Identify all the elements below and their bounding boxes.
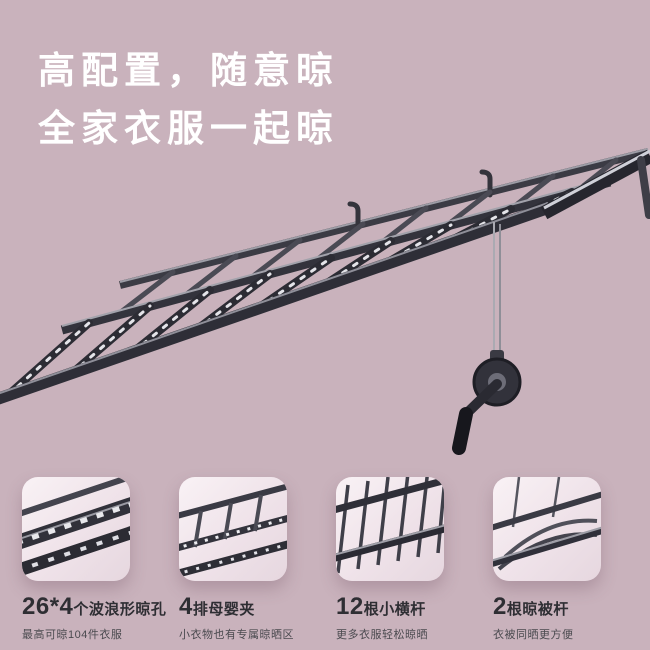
lifting-cord [493, 222, 501, 362]
wavy-clip-slots [6, 190, 574, 397]
feature-title-text: 排母婴夹 [192, 601, 255, 618]
rack-main-rungs [4, 188, 576, 399]
feature-title: 4 排母婴夹 [179, 593, 336, 621]
feature-card-quilt-rods: 2 根晾被杆 衣被同晒更方便 [493, 477, 650, 642]
small-bars-closeup-icon [336, 477, 444, 574]
baby-clips-closeup-icon [179, 483, 287, 578]
hand-crank-icon [452, 350, 522, 455]
wavy-holes-thumb [22, 477, 130, 581]
feature-card-small-bars: 12 根小横杆 更多衣服轻松晾晒 [336, 477, 493, 642]
feature-card-baby-clips: 4 排母婴夹 小衣物也有专属晾晒区 [179, 477, 336, 642]
headline-line-1: 高配置，随意晾 [38, 50, 339, 91]
headline: 高配置，随意晾 全家衣服一起晾 [38, 42, 339, 158]
feature-card-wavy-holes: 26*4 个波浪形晾孔 最高可晾104件衣服 [22, 477, 179, 642]
feature-number: 2 [493, 593, 507, 620]
rack-front-rail [0, 202, 550, 405]
feature-title: 2 根晾被杆 [493, 593, 650, 621]
rack-end-cap [540, 149, 650, 220]
rack-back-rail [60, 177, 612, 335]
wavy-holes-closeup-icon [22, 477, 130, 576]
ceiling-hook-icon [479, 169, 493, 198]
feature-number: 4 [179, 593, 193, 620]
feature-title-text: 根小横杆 [363, 601, 426, 618]
feature-title-text: 根晾被杆 [506, 601, 569, 618]
feature-subtitle: 最高可晾104件衣服 [22, 629, 123, 641]
feature-title-text: 个波浪形晾孔 [73, 601, 167, 618]
rack-top-rail [119, 148, 649, 289]
small-bars-thumb [336, 477, 444, 581]
feature-subtitle: 更多衣服轻松晾晒 [336, 629, 428, 641]
rack-upper-rungs [114, 157, 619, 318]
quilt-rods-closeup-icon [493, 477, 601, 571]
feature-number: 26*4 [22, 593, 74, 620]
feature-title: 26*4 个波浪形晾孔 [22, 593, 179, 621]
quilt-rods-thumb [493, 477, 601, 581]
feature-subtitle: 衣被同晒更方便 [493, 629, 574, 641]
feature-subtitle: 小衣物也有专属晾晒区 [179, 629, 294, 641]
feature-cards: 26*4 个波浪形晾孔 最高可晾104件衣服 4 [22, 477, 650, 642]
feature-number: 12 [336, 593, 364, 620]
ceiling-hook-icon [347, 201, 361, 231]
baby-clips-thumb [179, 477, 287, 581]
headline-line-2: 全家衣服一起晾 [38, 108, 339, 149]
feature-title: 12 根小横杆 [336, 593, 493, 621]
